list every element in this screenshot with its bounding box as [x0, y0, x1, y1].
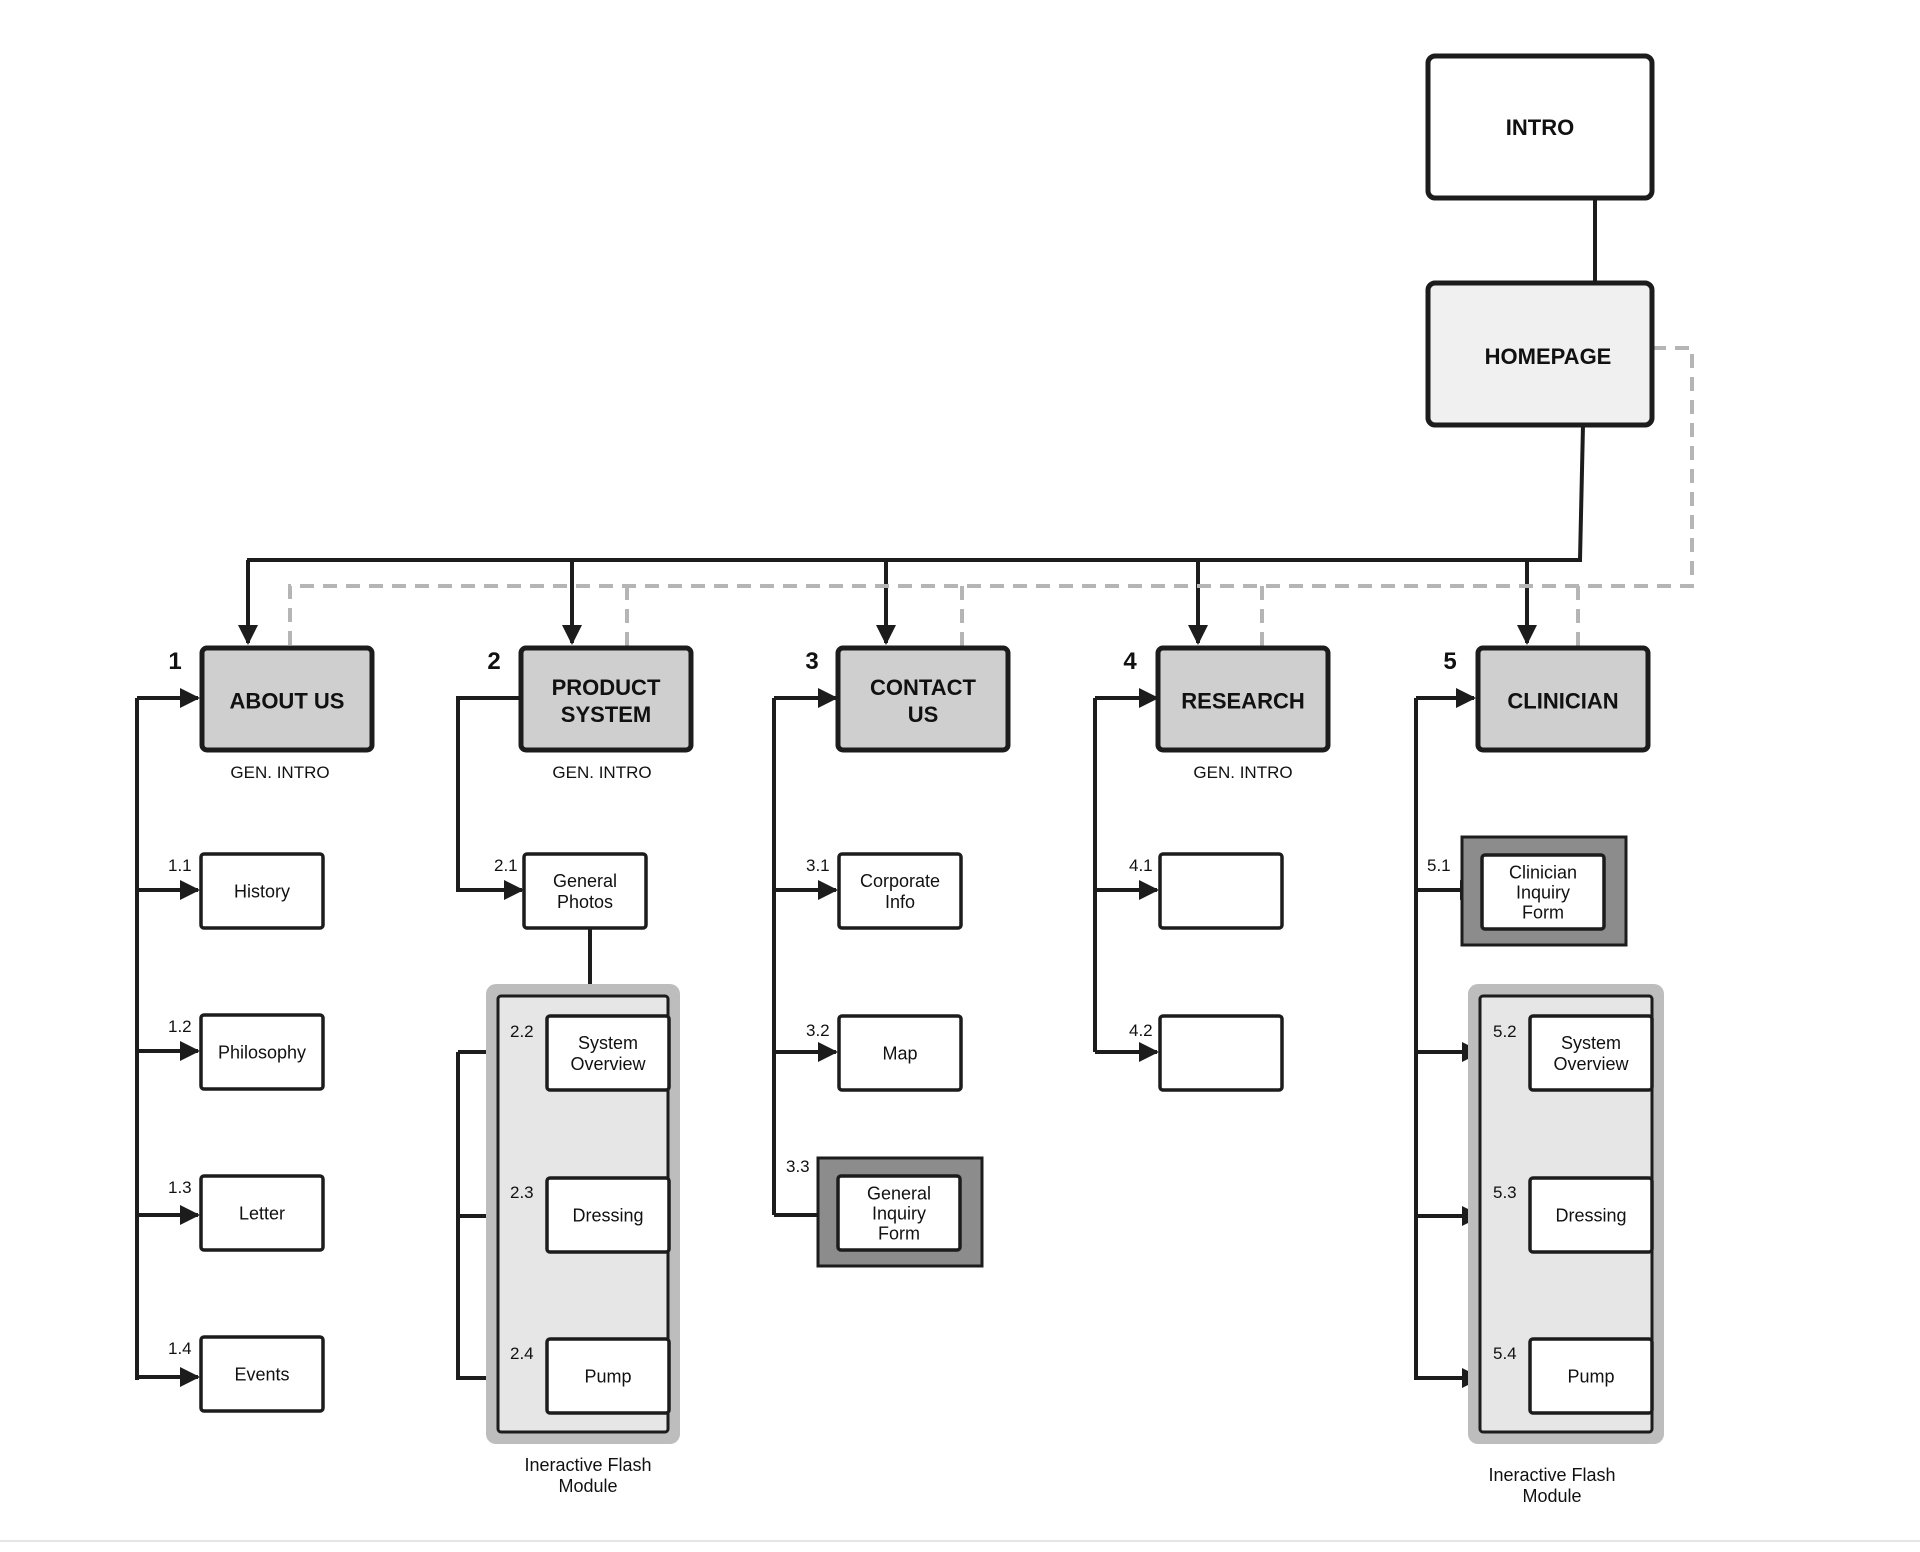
page-box[interactable] — [1158, 852, 1284, 930]
page-label: System — [578, 1033, 638, 1053]
page-label: Dressing — [1555, 1205, 1626, 1225]
page-label: Letter — [239, 1203, 285, 1223]
page-label: Form — [1522, 902, 1564, 922]
page-number: 2.2 — [510, 1022, 534, 1041]
page-number: 1.2 — [168, 1017, 192, 1036]
page-label: Corporate — [860, 871, 940, 891]
page-box[interactable]: Events — [199, 1335, 325, 1413]
section-number: 4 — [1123, 648, 1137, 675]
page-number: 5.1 — [1427, 856, 1451, 875]
page-label: Photos — [557, 892, 613, 912]
section-title: ABOUT US — [230, 689, 345, 714]
section-caption: GEN. INTRO — [230, 763, 329, 782]
page-number: 2.4 — [510, 1344, 534, 1363]
module-caption: Ineractive Flash — [1488, 1465, 1615, 1485]
section-caption: GEN. INTRO — [1193, 763, 1292, 782]
page-number: 4.2 — [1129, 1021, 1153, 1040]
page-label: Map — [882, 1043, 917, 1063]
page-number: 4.1 — [1129, 856, 1153, 875]
intro-box[interactable]: INTRO — [1425, 53, 1655, 201]
page-box[interactable]: History — [199, 852, 325, 930]
page-label: Dressing — [572, 1205, 643, 1225]
section-4-box[interactable]: RESEARCH — [1155, 645, 1331, 753]
section-title: CLINICIAN — [1507, 689, 1618, 714]
page-label: History — [234, 881, 290, 901]
page-box[interactable]: Map — [837, 1014, 963, 1092]
homepage-label: HOMEPAGE — [1485, 344, 1612, 369]
section-number: 5 — [1443, 648, 1456, 675]
dashed-connectors — [288, 346, 1694, 646]
page-label: Overview — [570, 1054, 646, 1074]
section-number: 3 — [805, 648, 818, 675]
page-box[interactable]: Philosophy — [199, 1013, 325, 1091]
page-number: 2.3 — [510, 1183, 534, 1202]
page-label: Clinician — [1509, 862, 1577, 882]
page-label: Philosophy — [218, 1042, 306, 1062]
solid-connectors — [135, 200, 1597, 1388]
page-box[interactable]: Pump — [545, 1337, 671, 1415]
intro-label: INTRO — [1506, 115, 1574, 140]
section-5-box[interactable]: CLINICIAN — [1475, 645, 1651, 753]
page-box[interactable] — [1158, 1014, 1284, 1092]
section-title: US — [908, 702, 939, 727]
page-number: 1.3 — [168, 1178, 192, 1197]
page-label: Pump — [584, 1366, 631, 1386]
page-box[interactable]: Letter — [199, 1174, 325, 1252]
section-caption: GEN. INTRO — [552, 763, 651, 782]
module-caption: Module — [558, 1476, 617, 1496]
page-label: Form — [878, 1223, 920, 1243]
page-number: 3.3 — [786, 1157, 810, 1176]
section-number: 1 — [168, 648, 181, 675]
page-number: 5.3 — [1493, 1183, 1517, 1202]
page-number: 5.4 — [1493, 1344, 1517, 1363]
section-title: CONTACT — [870, 675, 976, 700]
page-label: Inquiry — [872, 1203, 926, 1223]
page-box[interactable]: Pump — [1528, 1337, 1654, 1415]
page-box[interactable]: Dressing — [545, 1176, 671, 1254]
homepage-box[interactable]: HOMEPAGE — [1425, 280, 1655, 428]
module-caption: Ineractive Flash — [524, 1455, 651, 1475]
page-label: System — [1561, 1033, 1621, 1053]
bottom-divider — [0, 1540, 1920, 1542]
page-label: General — [867, 1183, 931, 1203]
page-number: 2.1 — [494, 856, 518, 875]
page-number: 5.2 — [1493, 1022, 1517, 1041]
section-number: 2 — [487, 648, 500, 675]
section-title: PRODUCT — [552, 675, 661, 700]
section-1-box[interactable]: ABOUT US — [199, 645, 375, 753]
page-box[interactable]: Dressing — [1528, 1176, 1654, 1254]
page-label: Inquiry — [1516, 882, 1570, 902]
page-number: 1.4 — [168, 1339, 192, 1358]
section-title: RESEARCH — [1181, 689, 1304, 714]
page-label: Overview — [1553, 1054, 1629, 1074]
page-label: General — [553, 871, 617, 891]
page-label: Info — [885, 892, 915, 912]
page-number: 3.2 — [806, 1021, 830, 1040]
section-title: SYSTEM — [561, 702, 651, 727]
page-number: 1.1 — [168, 856, 192, 875]
page-label: Events — [234, 1364, 289, 1384]
module-caption: Module — [1522, 1486, 1581, 1506]
page-number: 3.1 — [806, 856, 830, 875]
page-label: Pump — [1567, 1366, 1614, 1386]
